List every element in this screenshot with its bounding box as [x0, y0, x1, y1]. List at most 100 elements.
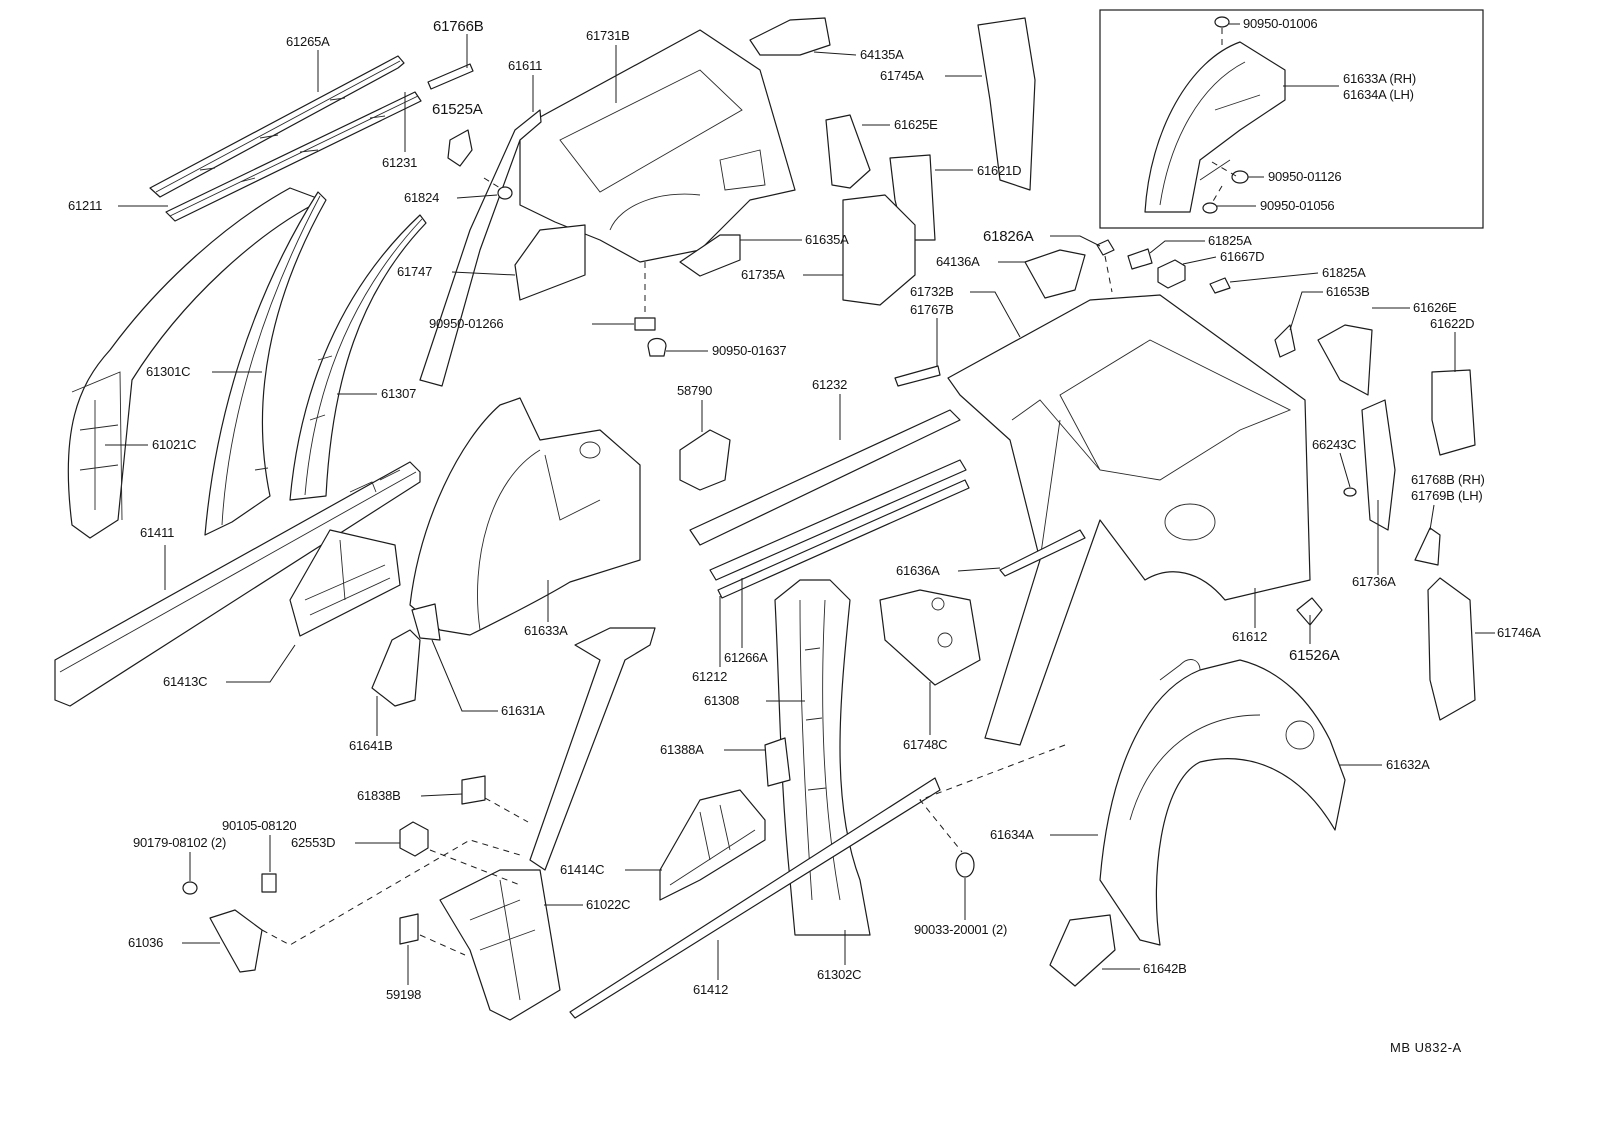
- callout-61212: 61212: [692, 669, 727, 684]
- callout-90179-08102: 90179-08102 (2): [133, 835, 226, 850]
- callout-61633a: 61633A: [524, 623, 568, 638]
- leader-61747: [451, 271, 516, 276]
- callout-61736a: 61736A: [1352, 574, 1396, 589]
- part-wheelhouse-liner-inset: [1144, 41, 1286, 213]
- part-61641b: [371, 629, 421, 707]
- part-61622d: [1431, 369, 1476, 456]
- part-wheelhouse-61633a: [409, 397, 641, 636]
- callout-61667d: 61667D: [1220, 249, 1264, 264]
- inset-callout-90950-01056: 90950-01056: [1260, 198, 1334, 213]
- callout-61388a: 61388A: [660, 742, 704, 757]
- leader-61631a: [431, 639, 498, 712]
- part-pillar-61022c: [529, 627, 656, 871]
- callout-59198: 59198: [386, 987, 421, 1002]
- part-61635a: [679, 234, 741, 277]
- callout-61634a: 61634A: [990, 827, 1034, 842]
- leader-61825a-b: [1229, 272, 1319, 283]
- callout-61824: 61824: [404, 190, 439, 205]
- part-61748c-hole-b: [937, 632, 953, 648]
- part-pillar-lower-detail: [469, 879, 536, 1001]
- pad-59198: [399, 913, 419, 945]
- callout-61526a: 61526A: [1289, 647, 1340, 664]
- part-61667d: [1157, 259, 1186, 289]
- dashed-guide-62553d: [429, 849, 521, 886]
- part-roof-rail-61232: [689, 409, 961, 546]
- part-61825a-b: [1209, 277, 1231, 294]
- part-pillar-inner-detail: [221, 195, 321, 526]
- clip-90950-01056: [1202, 202, 1218, 214]
- part-roof-rail-61266a: [709, 459, 967, 581]
- part-roof-rail-inner-detail: [169, 95, 419, 217]
- callout-61825a-a: 61825A: [1208, 233, 1252, 248]
- drawing-code: MB U832-A: [1390, 1040, 1462, 1055]
- callout-61746a: 61746A: [1497, 625, 1541, 640]
- clip-90950-01126: [1231, 170, 1249, 184]
- part-61636a: [999, 529, 1086, 577]
- part-61767b: [894, 365, 941, 387]
- part-61825a-a: [1127, 248, 1153, 270]
- part-58790: [679, 429, 731, 491]
- leader-61768b: [1429, 504, 1435, 531]
- callout-61636a: 61636A: [896, 563, 940, 578]
- callout-61745a: 61745A: [880, 68, 924, 83]
- leader-61667d: [1182, 256, 1217, 265]
- callout-61747: 61747: [397, 264, 432, 279]
- clip-90950-01006: [1214, 16, 1230, 28]
- part-rocker-61412: [569, 777, 941, 1019]
- part-64135a: [749, 17, 831, 56]
- callout-64135a: 64135A: [860, 47, 904, 62]
- part-rear-wheelhouse-detail: [1129, 659, 1261, 821]
- callout-61635a: 61635A: [805, 232, 849, 247]
- callout-61308: 61308: [704, 693, 739, 708]
- part-61631a: [411, 603, 441, 641]
- leader-61636a: [957, 567, 1001, 572]
- callout-66243c: 66243C: [1312, 437, 1356, 452]
- part-61766b: [427, 63, 474, 90]
- callout-90950-01637: 90950-01637: [712, 343, 786, 358]
- callout-61307: 61307: [381, 386, 416, 401]
- leader-61653b: [1289, 291, 1323, 331]
- callout-90950-01266: 90950-01266: [429, 316, 503, 331]
- part-quarter-panel-61612: [947, 294, 1311, 746]
- callout-61767b: 61767B: [910, 302, 954, 317]
- plug-61824: [497, 186, 513, 200]
- part-61414c-detail: [669, 804, 756, 886]
- callout-61766b: 61766B: [433, 18, 484, 35]
- pad-61838b: [461, 775, 486, 805]
- callout-61732b: 61732B: [910, 284, 954, 299]
- callout-90033-20001: 90033-20001 (2): [914, 922, 1007, 937]
- plug-90033-20001: [955, 852, 975, 878]
- part-rear-wheelhouse-61634a: [1099, 659, 1346, 946]
- callout-61748c: 61748C: [903, 737, 947, 752]
- dashed-guide-inset-mid: [1211, 161, 1237, 177]
- dashed-guide-61824: [483, 177, 501, 189]
- callout-61626e: 61626E: [1413, 300, 1457, 315]
- callout-61768b-rh: 61768B (RH): [1411, 472, 1485, 487]
- part-61036: [209, 909, 263, 973]
- part-pillar-reinforcement-61307: [289, 214, 427, 501]
- callout-61414c: 61414C: [560, 862, 604, 877]
- part-61625e: [825, 114, 871, 189]
- part-61626e: [1317, 324, 1373, 396]
- leader-lines: [105, 23, 1495, 985]
- part-61747: [514, 224, 586, 301]
- callout-61265a: 61265A: [286, 34, 330, 49]
- leader-61824: [456, 194, 498, 199]
- part-61642b: [1049, 914, 1116, 987]
- callout-61731b: 61731B: [586, 28, 630, 43]
- callout-61769b-lh: 61769B (LH): [1411, 488, 1483, 503]
- clip-90950-01266: [634, 317, 656, 331]
- callout-61525a: 61525A: [432, 101, 483, 118]
- part-61525a: [447, 129, 473, 167]
- part-pillar-lower-61022c: [439, 869, 561, 1021]
- callout-61735a: 61735A: [741, 267, 785, 282]
- callout-61642b: 61642B: [1143, 961, 1187, 976]
- inset-box: [1099, 9, 1484, 229]
- part-61388a: [764, 737, 791, 787]
- part-wheelhouse-liner-detail: [1159, 61, 1261, 206]
- callout-61632a: 61632A: [1386, 757, 1430, 772]
- callout-61826a: 61826A: [983, 228, 1034, 245]
- part-quarter-inner-detail: [559, 69, 766, 231]
- callout-61036: 61036: [128, 935, 163, 950]
